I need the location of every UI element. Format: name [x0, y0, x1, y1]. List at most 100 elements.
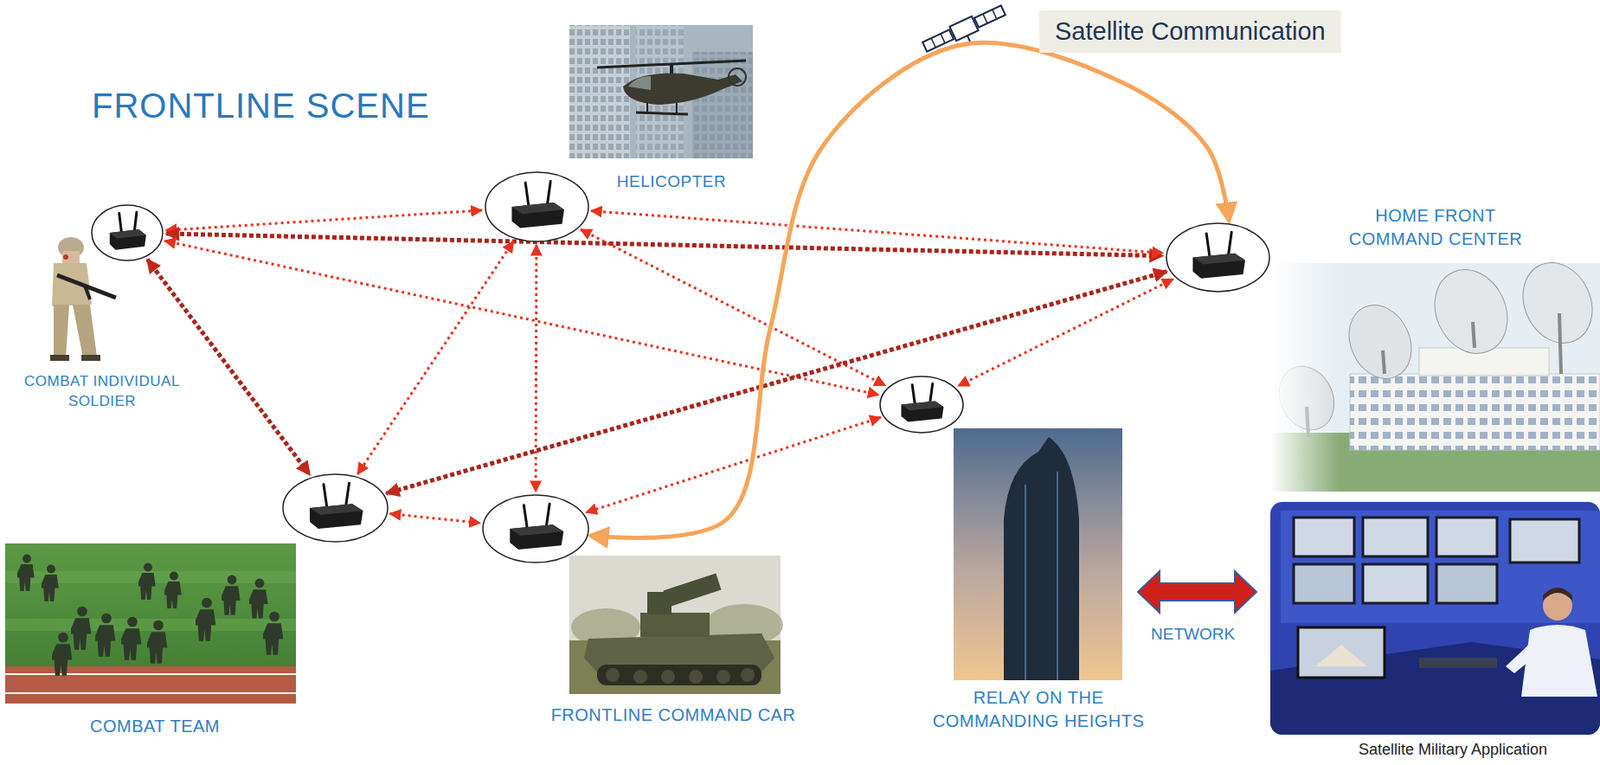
soldier-figure [72, 304, 97, 359]
satellite-icon [974, 5, 1006, 27]
node-ellipse [1166, 223, 1270, 292]
control-room-photo [1436, 517, 1498, 557]
radio-node: HELICOPTER [484, 171, 590, 243]
control-room-photo [1521, 624, 1598, 697]
combat-team-photo [118, 616, 142, 661]
combat-team-photo [247, 578, 269, 619]
antenna [119, 213, 123, 232]
node-label-group: COMBAT TEAM [59, 714, 251, 739]
control-room-photo [1293, 564, 1355, 604]
control-room-photo [1293, 517, 1355, 557]
radio-ellipse [1165, 222, 1271, 293]
helicopter-photo [692, 51, 753, 159]
helicopter-photo [692, 51, 753, 159]
radio-link [534, 244, 539, 492]
helicopter-photo [728, 68, 746, 86]
node-label: HOME FRONT COMMAND CENTER [1336, 204, 1536, 251]
command-center-photo [1472, 321, 1475, 348]
combat-team-photo [192, 597, 216, 642]
radio-top [308, 503, 363, 515]
radio-top [511, 202, 565, 214]
radio-ellipse [484, 171, 590, 243]
command-car-photo [716, 669, 731, 684]
antenna [134, 212, 137, 231]
node-label: HELICOPTER [593, 170, 750, 193]
combat-team-photo [144, 620, 168, 664]
radio-body [1192, 252, 1246, 278]
antenna [523, 505, 527, 528]
soldier-figure [62, 250, 80, 264]
radio-top [900, 400, 944, 411]
command-center-photo [1337, 295, 1424, 389]
helicopter-photo [569, 25, 753, 159]
helicopter-photo [628, 76, 651, 90]
network-label: NETWORK [1150, 624, 1235, 644]
radio-link [585, 417, 881, 513]
node-label: RELAY ON THE COMMANDING HEIGHTS [921, 686, 1156, 733]
tower-photo [1024, 484, 1027, 681]
satellite-label: Satellite Communication [1039, 10, 1342, 53]
combat-team-photo [136, 563, 156, 600]
radio-top [509, 524, 564, 536]
radio-link [591, 211, 1164, 254]
caption-label: Satellite Military Application [1358, 740, 1548, 759]
control-room-photo [1270, 501, 1600, 735]
antenna [1206, 232, 1210, 256]
command-center-photo [1349, 373, 1600, 450]
command-center-photo [1349, 373, 1600, 450]
combat-team-photo [260, 611, 283, 656]
combat-team-photo [5, 543, 296, 704]
diagram-title: FRONTLINE SCENE [91, 86, 431, 125]
command-car-photo [633, 669, 648, 684]
combat-team-photo [92, 613, 116, 657]
antenna [912, 384, 915, 403]
command-car-photo [688, 669, 703, 684]
tower-photo [953, 428, 1123, 681]
node-label-group: HOME FRONT COMMAND CENTER [1336, 204, 1536, 251]
radio-ellipse [879, 375, 964, 434]
control-room-photo [1505, 640, 1543, 674]
command-center-photo [1559, 313, 1562, 374]
control-room-photo [1542, 587, 1573, 601]
antenna [345, 482, 349, 506]
radio-link [580, 229, 886, 386]
satellite-icon [950, 16, 979, 41]
combat-team-photo [15, 554, 35, 592]
helicopter-photo [646, 102, 649, 113]
command-car-photo [597, 664, 762, 686]
combat-team-photo [68, 606, 91, 650]
soldier-figure [50, 354, 70, 361]
command-car-photo [605, 668, 620, 682]
node-label: COMBAT INDIVIDUAL SOLDIER [11, 372, 193, 412]
helicopter-photo [569, 25, 630, 159]
radio-body [109, 229, 147, 251]
radio-body [308, 503, 363, 529]
radio-ellipse [282, 473, 389, 543]
combat-team-photo [5, 673, 296, 675]
command-center-photo [1269, 250, 1600, 492]
combat-team-photo [162, 571, 182, 609]
tower-photo [953, 428, 1123, 681]
node-label-group: HELICOPTER [593, 170, 750, 193]
command-car-photo [640, 612, 710, 637]
radio-node: RELAY ON THE COMMANDING HEIGHTS [879, 375, 964, 434]
radio-ellipse [481, 494, 590, 564]
node-ellipse [91, 205, 163, 261]
helicopter-photo [675, 102, 678, 114]
node-label: COMBAT TEAM [59, 714, 251, 739]
radio-node: FRONTLINE COMMAND CAR [481, 494, 590, 564]
control-room-photo [1419, 657, 1498, 669]
combat-team-photo [5, 692, 296, 694]
node-ellipse [282, 474, 388, 542]
radio-link [166, 233, 1164, 257]
control-room-photo [1280, 510, 1600, 624]
node-ellipse [485, 172, 589, 242]
command-center-photo [1270, 263, 1340, 492]
antenna [546, 180, 551, 204]
satellite-icon [940, 33, 945, 44]
antenna [322, 484, 327, 508]
control-room-photo [1510, 519, 1580, 563]
helicopter-photo [636, 112, 688, 115]
network-arrow [1137, 571, 1257, 613]
network-arrow [1137, 571, 1257, 613]
